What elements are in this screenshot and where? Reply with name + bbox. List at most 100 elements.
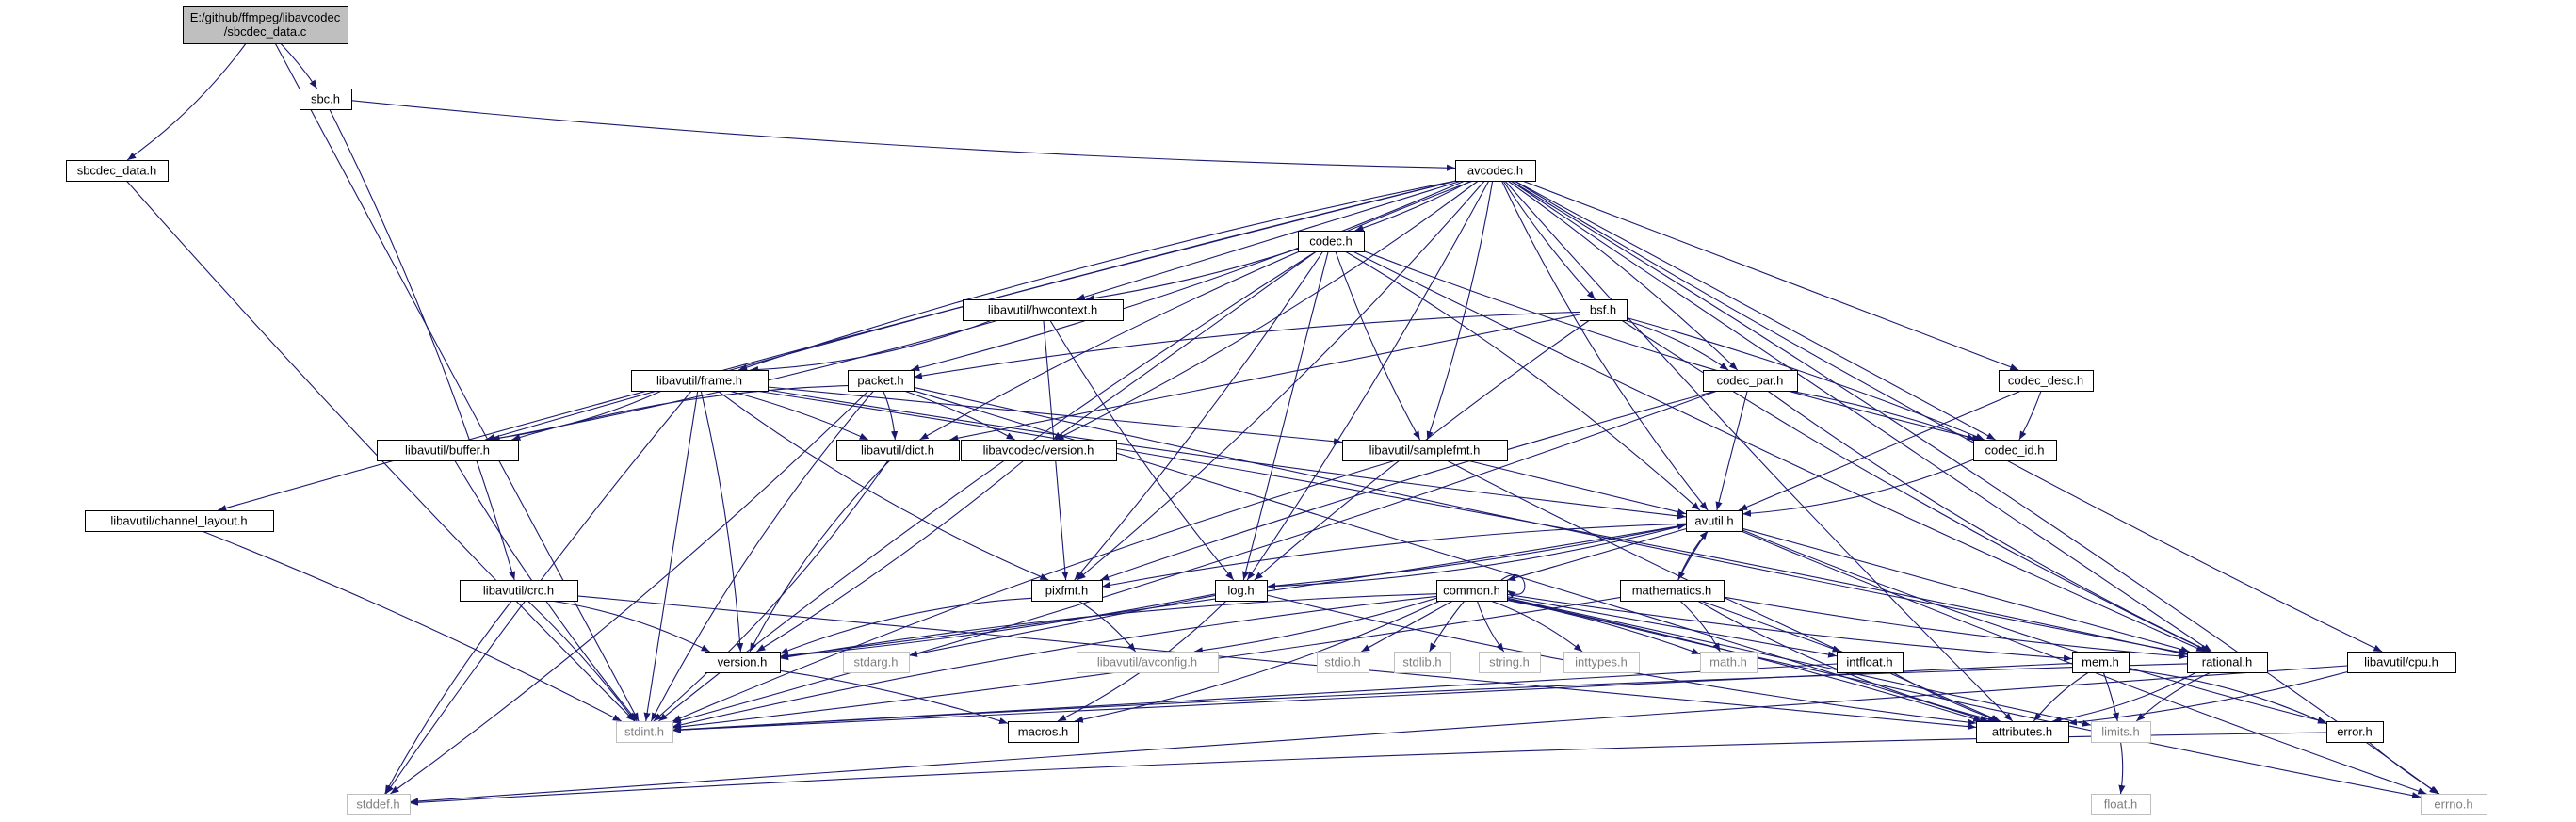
edge-hwcontext_h-to-log_h (1049, 319, 1235, 581)
edge-codec_h-to-samplefmt_h (1335, 250, 1421, 441)
node-packet-h[interactable]: packet.h (848, 370, 915, 392)
node-avcodec-h[interactable]: avcodec.h (1455, 160, 1536, 182)
node-label: libavcodec/version.h (983, 443, 1094, 458)
edge-avcodec_h-to-errno_h (1510, 180, 2438, 795)
edge-crc_h-to-attributes_h (576, 595, 1977, 731)
node-hwcontext-h[interactable]: libavutil/hwcontext.h (963, 299, 1124, 321)
edge-common_h-to-macros_h (1074, 600, 1441, 723)
edge-packet_h-to-stddef_h (390, 390, 869, 795)
node-sbc-h[interactable]: sbc.h (300, 89, 352, 110)
edge-avcodec_h-to-dict_h (919, 180, 1474, 441)
node-box (1976, 721, 2069, 743)
node-bsf-h[interactable]: bsf.h (1580, 299, 1628, 321)
node-string-h[interactable]: string.h (1479, 652, 1541, 673)
edge-crc_h-to-stddef_h (384, 600, 512, 795)
node-box (2421, 794, 2487, 815)
node-log-h[interactable]: log.h (1215, 580, 1268, 602)
node-mathematics-h[interactable]: mathematics.h (1620, 580, 1725, 602)
node-box (843, 652, 910, 673)
edge-avcodec_h-to-codec_h (1354, 180, 1472, 232)
edge-cpu_h-to-attributes_h (2067, 671, 2348, 726)
node-version-h[interactable]: version.h (705, 652, 781, 673)
node-avconfig-h[interactable]: libavutil/avconfig.h (1077, 652, 1219, 673)
node-math-h[interactable]: math.h (1700, 652, 1758, 673)
edge-samplefmt_h-to-stdint_h (672, 459, 1397, 722)
node-buffer-h[interactable]: libavutil/buffer.h (377, 440, 519, 461)
node-cpu-h[interactable]: libavutil/cpu.h (2347, 652, 2456, 673)
node-dict-h[interactable]: libavutil/dict.h (836, 440, 960, 461)
edge-rational_h-to-attributes_h (2052, 671, 2197, 724)
node-label: stdlib.h (1402, 655, 1441, 669)
node-codec-desc-h[interactable]: codec_desc.h (1999, 370, 2094, 392)
edge-avcodec_h-to-avutil_h (1500, 180, 1709, 511)
edge-sbcdec_data_c-to-stdint_h (274, 42, 640, 722)
edge-codec_par_h-to-pixfmt_h (1100, 390, 1717, 581)
edge-avcodec_h-to-packet_h (911, 180, 1466, 372)
node-box (1215, 580, 1268, 602)
node-box (1563, 652, 1640, 673)
node-errno-h[interactable]: errno.h (2421, 794, 2487, 815)
node-label: stdarg.h (854, 655, 899, 669)
edge-self-loop-common_h (1500, 573, 1526, 599)
node-mem-h[interactable]: mem.h (2072, 652, 2130, 673)
node-stdio-h[interactable]: stdio.h (1317, 652, 1369, 673)
node-intfloat-h[interactable]: intfloat.h (1837, 652, 1904, 673)
node-box (2072, 652, 2130, 673)
edge-avcodec_h-to-pixfmt_h (1077, 180, 1485, 581)
node-macros-h[interactable]: macros.h (1008, 721, 1079, 743)
node-error-h[interactable]: error.h (2326, 721, 2384, 743)
node-box (705, 652, 781, 673)
node-label: packet.h (857, 374, 903, 388)
edge-bsf_h-to-codec_id_h (1626, 316, 1985, 441)
edge-avutil_h-to-error_h (1742, 529, 2327, 724)
edge-avutil_h-to-pixfmt_h (1101, 523, 1687, 588)
node-box (66, 160, 169, 182)
node-limits-h[interactable]: limits.h (2091, 721, 2151, 743)
edge-dict_h-to-stdint_h (653, 459, 889, 722)
edge-mem_h-to-error_h (2128, 669, 2327, 725)
node-sbcdec-data-c[interactable]: E:/github/ffmpeg/libavcodec/sbcdec_data.… (183, 6, 348, 44)
node-lavc-version-h[interactable]: libavcodec/version.h (961, 440, 1117, 461)
edge-version_h-to-macros_h (779, 669, 1009, 725)
node-stdarg-h[interactable]: stdarg.h (843, 652, 910, 673)
edge-avutil_h-to-common_h (1506, 528, 1687, 582)
edge-log_h-to-version_h (779, 593, 1216, 660)
node-pixfmt-h[interactable]: pixfmt.h (1031, 580, 1103, 602)
edge-avcodec_h-to-log_h (1246, 180, 1490, 581)
node-frame-h[interactable]: libavutil/frame.h (631, 370, 769, 392)
node-codec-par-h[interactable]: codec_par.h (1703, 370, 1798, 392)
node-label: mathematics.h (1632, 584, 1712, 598)
node-float-h[interactable]: float.h (2091, 794, 2151, 815)
node-codec-id-h[interactable]: codec_id.h (1973, 440, 2057, 461)
node-avutil-h[interactable]: avutil.h (1686, 510, 1743, 532)
node-rational-h[interactable]: rational.h (2187, 652, 2268, 673)
edge-sbcdec_data_h-to-stdint_h (125, 180, 636, 722)
edge-codec_h-to-avutil_h (1344, 250, 1701, 511)
node-channel-layout-h[interactable]: libavutil/channel_layout.h (85, 510, 274, 532)
node-box (1700, 652, 1758, 673)
edge-common_h-to-intfloat_h (1506, 596, 1838, 658)
edge-pixfmt_h-to-avconfig_h (1077, 600, 1137, 653)
edge-common_h-to-limits_h (1506, 597, 2092, 727)
edge-codec_par_h-to-codec_id_h (1789, 390, 1976, 441)
node-box (961, 440, 1117, 461)
node-stddef-h[interactable]: stddef.h (347, 794, 411, 815)
node-box (616, 721, 673, 743)
node-box (1342, 440, 1508, 461)
node-crc-h[interactable]: libavutil/crc.h (460, 580, 578, 602)
node-box (1686, 510, 1743, 532)
node-common-h[interactable]: common.h (1436, 580, 1508, 602)
node-samplefmt-h[interactable]: libavutil/samplefmt.h (1342, 440, 1508, 461)
edge-error_h-to-errno_h (2368, 741, 2440, 795)
edge-codec_h-to-codec_id_h (1363, 250, 1982, 442)
node-inttypes-h[interactable]: inttypes.h (1563, 652, 1640, 673)
node-sbcdec-data-h[interactable]: sbcdec_data.h (66, 160, 169, 182)
node-codec-h[interactable]: codec.h (1298, 231, 1365, 252)
node-label: libavutil/frame.h (656, 374, 742, 388)
edge-codec_par_h-to-avutil_h (1715, 390, 1748, 511)
node-stdint-h[interactable]: stdint.h (616, 721, 673, 743)
node-attributes-h[interactable]: attributes.h (1976, 721, 2069, 743)
node-stdlib-h[interactable]: stdlib.h (1394, 652, 1451, 673)
